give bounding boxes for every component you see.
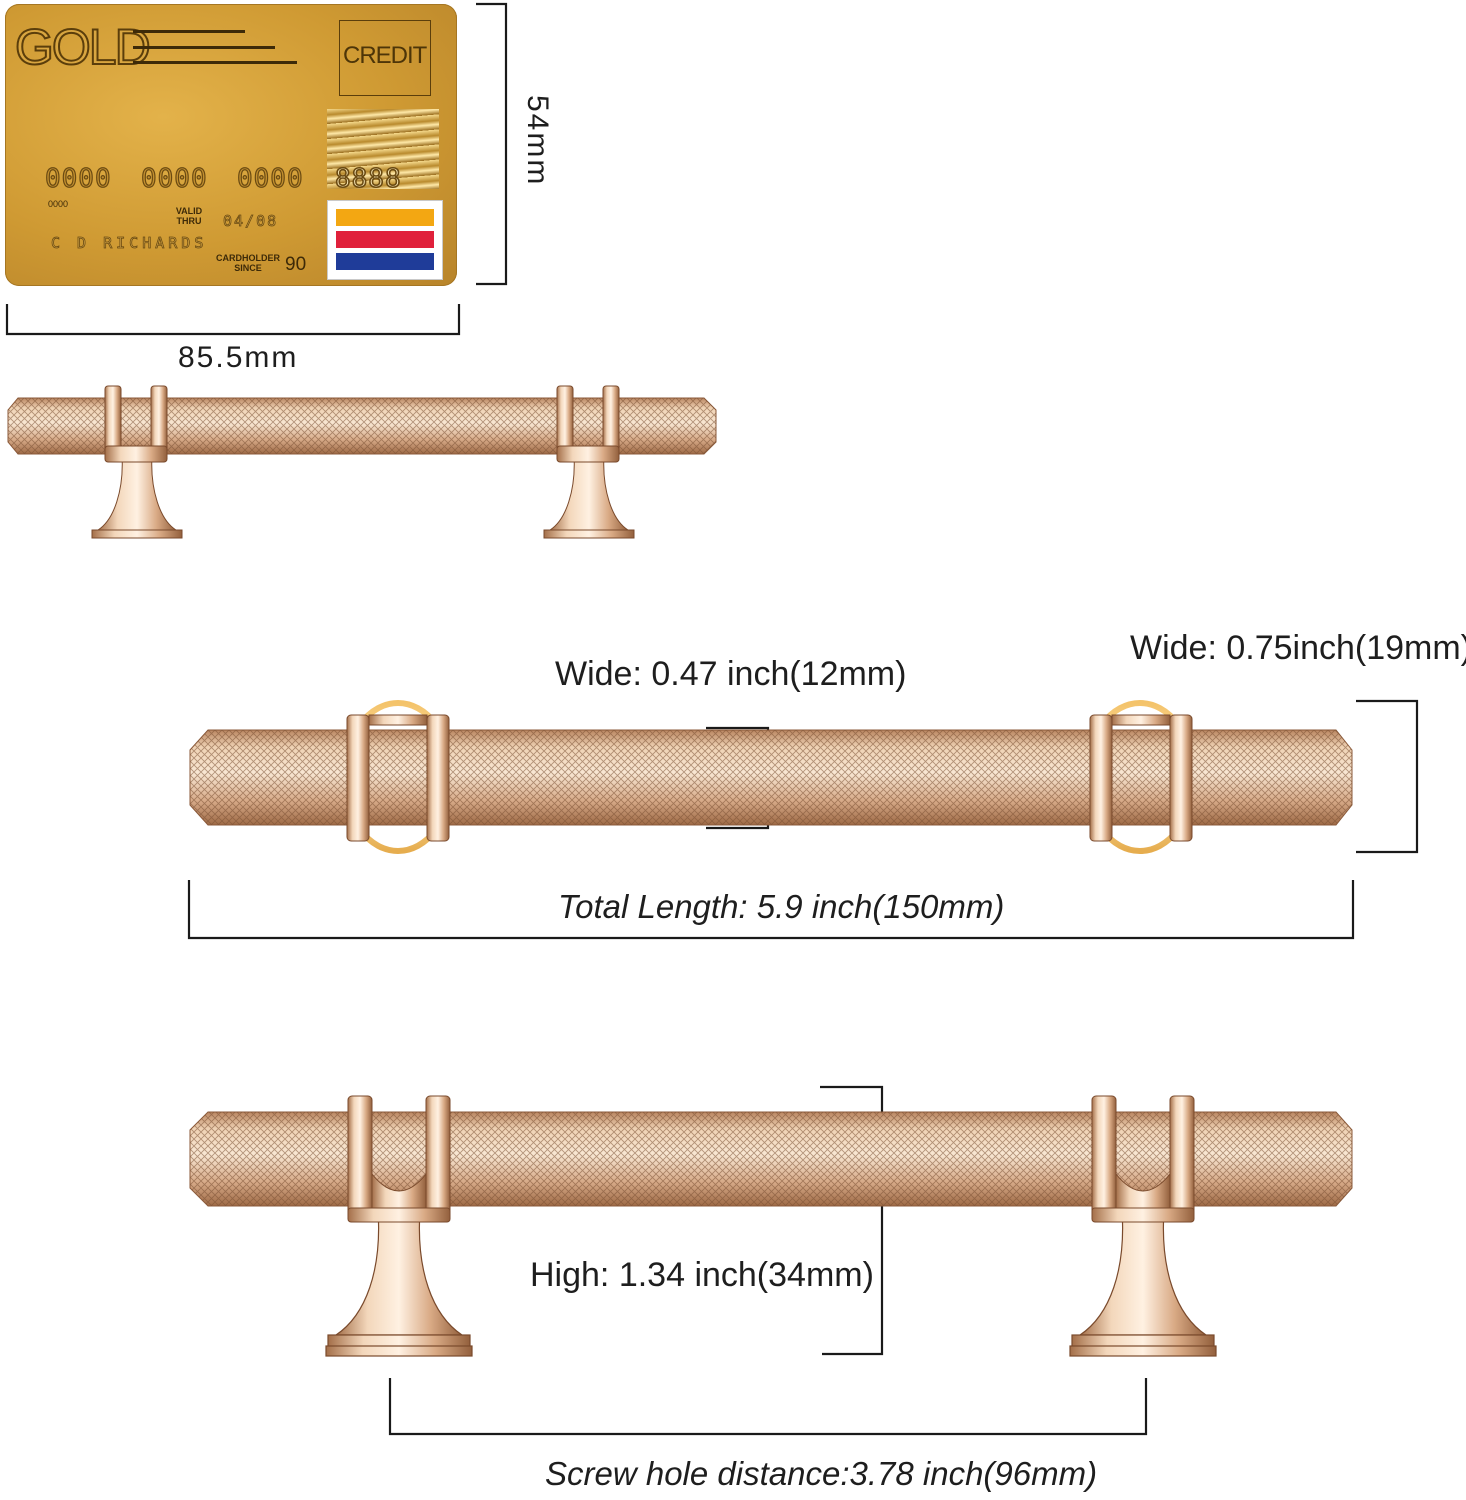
handle-clamp xyxy=(104,385,168,463)
card-small-code: 0000 xyxy=(48,199,69,209)
handle-foot xyxy=(1069,1209,1217,1357)
total-length-bracket xyxy=(187,880,1355,940)
cardholder-since-label: CARDHOLDER SINCE xyxy=(216,253,280,273)
card-type-box xyxy=(339,20,431,96)
handle-foot xyxy=(325,1209,473,1357)
card-stripe xyxy=(133,46,275,49)
card-number-group: 0000 xyxy=(236,164,304,194)
card-brand: GOLD xyxy=(14,19,152,75)
post-width-bracket xyxy=(1356,699,1419,854)
card-height-bracket xyxy=(476,2,508,286)
flag-stripe xyxy=(336,253,434,270)
side-view-handle xyxy=(189,1095,1353,1357)
handle-clamp xyxy=(347,1095,451,1223)
small-handle xyxy=(7,385,717,539)
card-height-label: 54mm xyxy=(521,95,554,187)
screw-distance-bracket xyxy=(388,1378,1148,1436)
rod-width-label: Wide: 0.47 inch(12mm) xyxy=(555,655,907,693)
total-length-label: Total Length: 5.9 inch(150mm) xyxy=(558,888,1005,925)
handle-clamp xyxy=(556,385,620,463)
screw-distance-label: Screw hole distance:3.78 inch(96mm) xyxy=(545,1455,1098,1492)
card-number-group: 0000 xyxy=(44,164,112,194)
handle-clamp xyxy=(346,714,450,842)
card-stripe xyxy=(133,30,245,33)
flag-stripe xyxy=(336,209,434,226)
handle-clamp xyxy=(1089,714,1193,842)
hologram xyxy=(327,109,439,189)
card-stripe xyxy=(133,61,297,64)
flag-stripe xyxy=(336,231,434,248)
handle-foot xyxy=(543,454,635,539)
handle-clamp xyxy=(1091,1095,1195,1223)
post-width-label: Wide: 0.75inch(19mm) xyxy=(1130,629,1466,667)
height-bracket xyxy=(820,1085,884,1356)
cardholder-name: C D RICHARDS xyxy=(51,234,208,253)
card-flag-logo xyxy=(327,200,443,280)
card-width-label: 85.5mm xyxy=(178,341,299,374)
height-label: High: 1.34 inch(34mm) xyxy=(530,1256,874,1294)
card-number-group: 0000 xyxy=(140,164,208,194)
card-type: CREDIT xyxy=(343,42,427,69)
cardholder-since: 90 xyxy=(285,254,307,275)
valid-thru-label: VALID THRU xyxy=(175,206,203,226)
card-number-group: 8888 xyxy=(334,164,402,194)
card-width-bracket xyxy=(5,304,461,336)
handle-foot xyxy=(91,454,183,539)
credit-card: GOLD CREDIT 0000 0000 0000 8888 0000 VAL… xyxy=(5,4,457,286)
top-view-handle xyxy=(189,700,1353,854)
valid-thru-date: 04/08 xyxy=(223,212,279,231)
